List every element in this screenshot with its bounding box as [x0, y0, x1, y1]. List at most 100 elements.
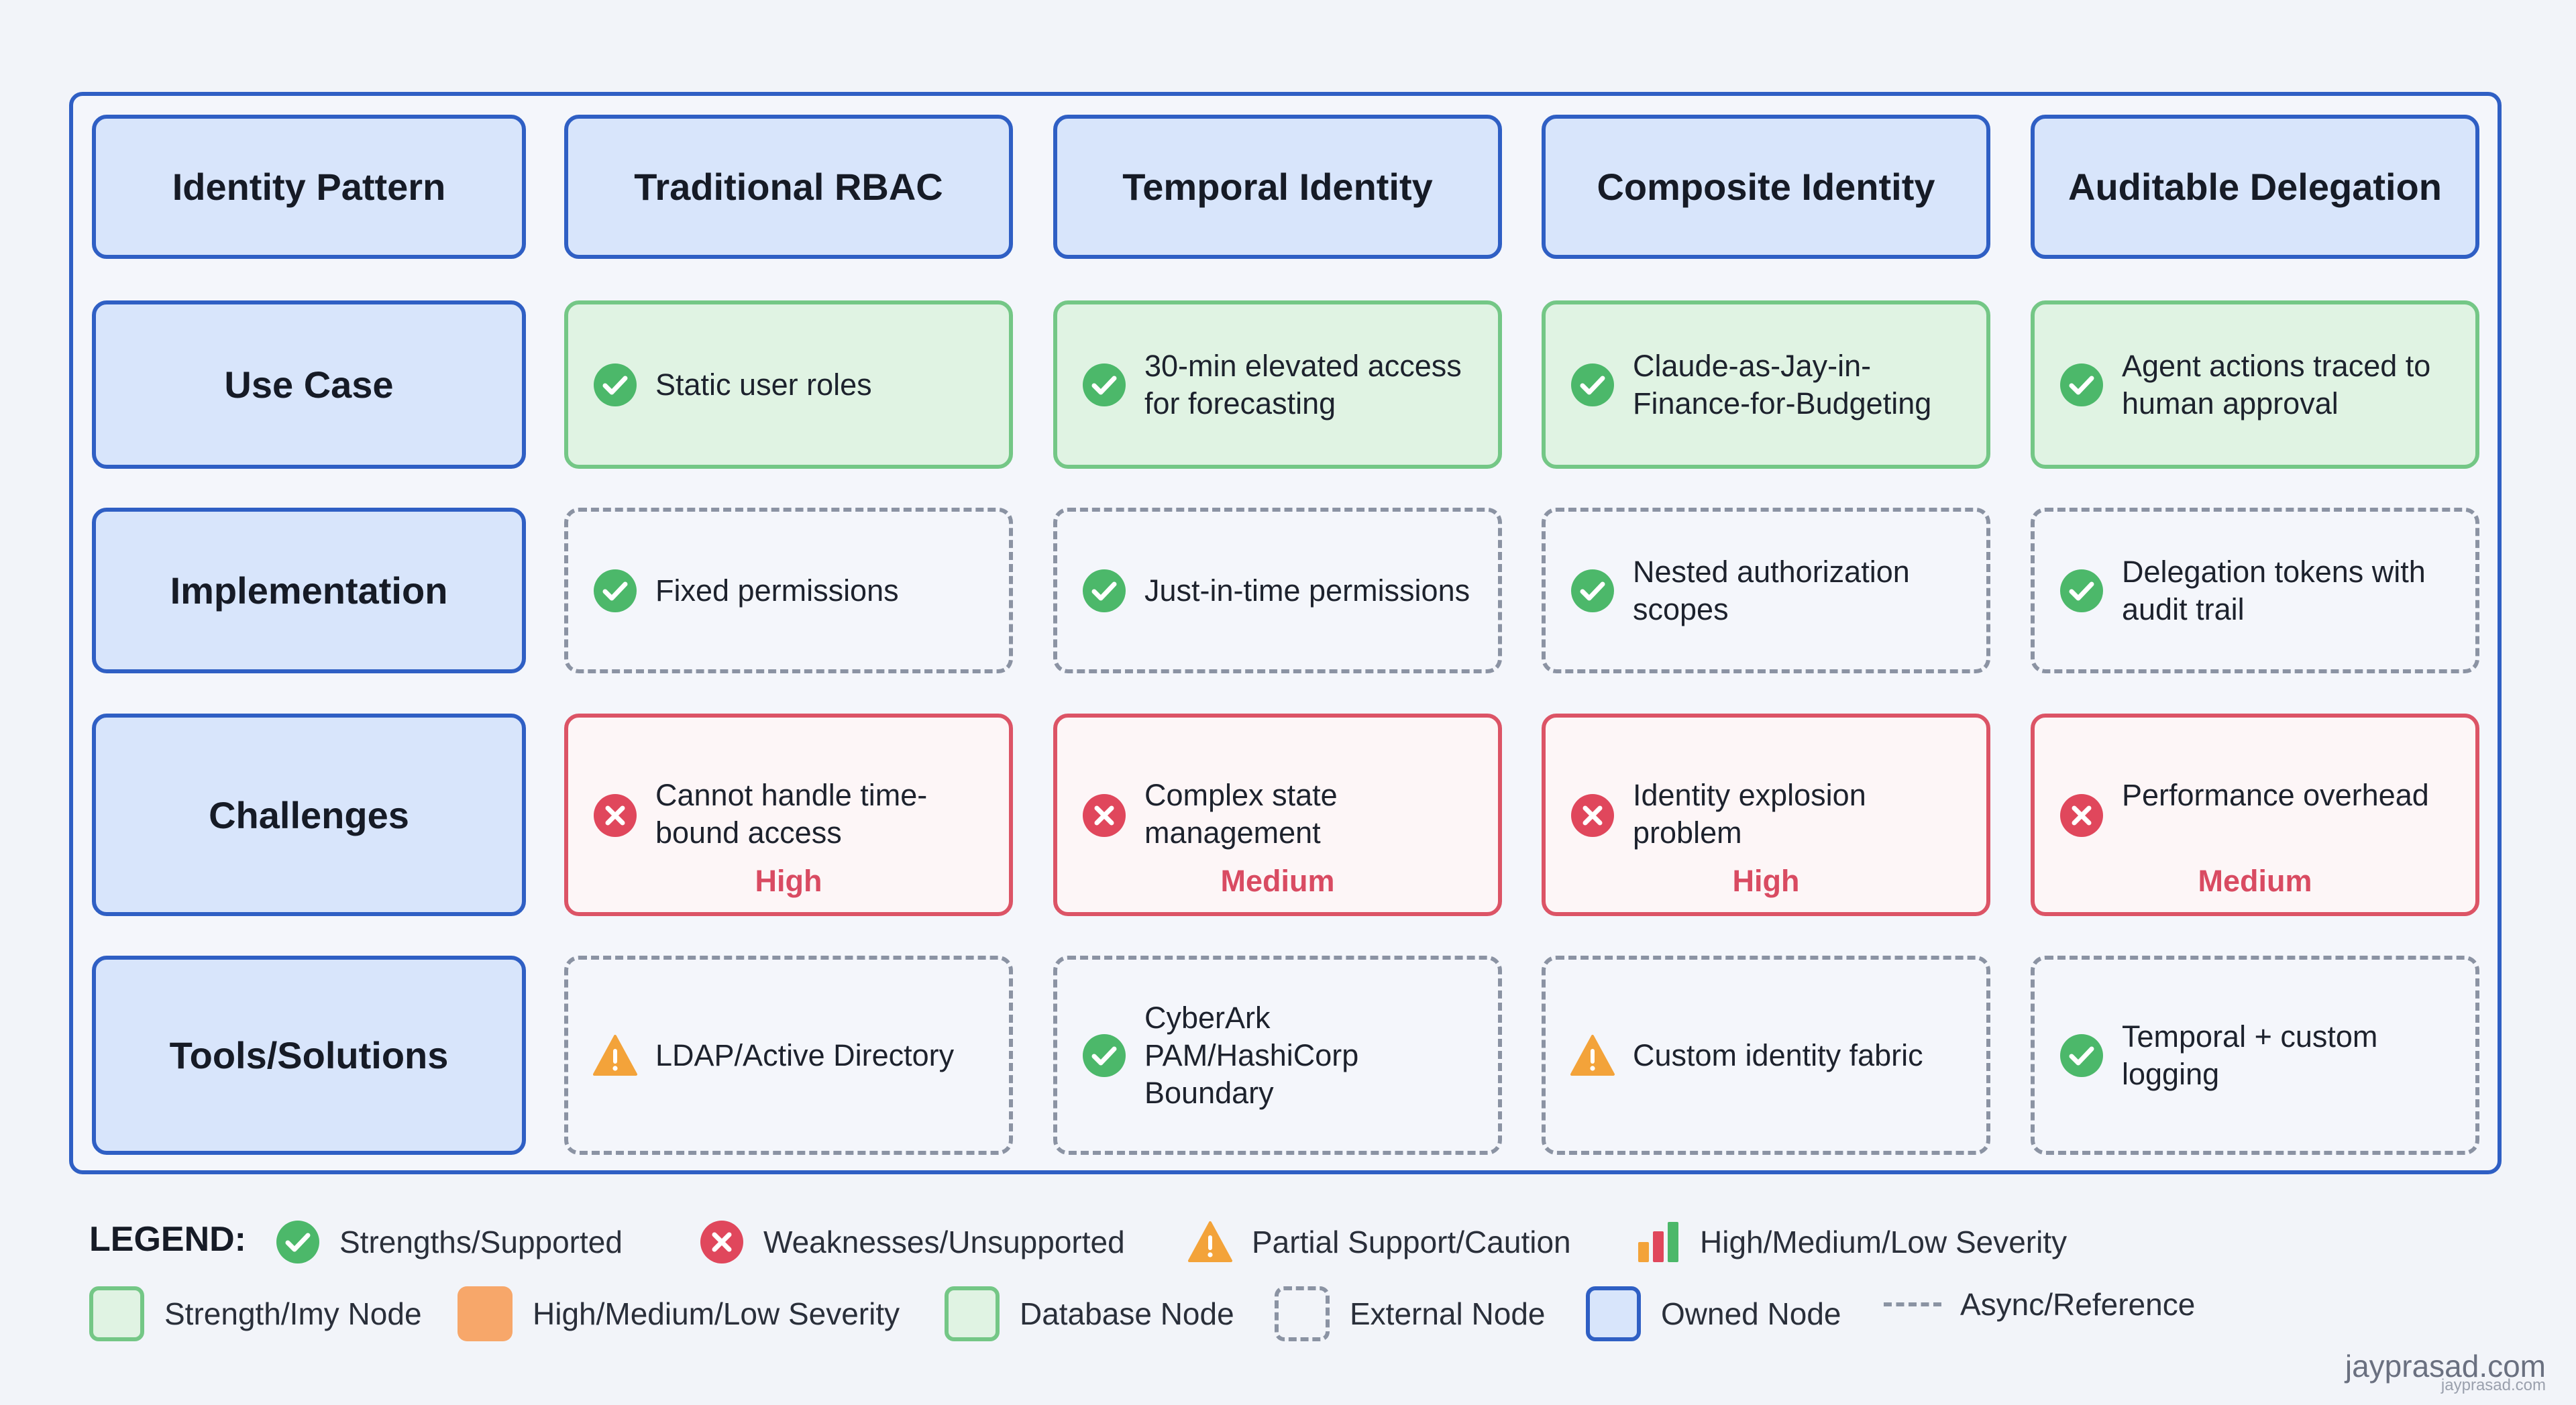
- legend-partial: Partial Support/Caution: [1187, 1219, 1571, 1265]
- column-header-label: Auditable Delegation: [2068, 166, 2442, 208]
- legend-weaknesses: Weaknesses/Unsupported: [699, 1219, 1125, 1265]
- green-swatch: [89, 1286, 144, 1341]
- row-header-label: Implementation: [170, 569, 448, 612]
- cell-text: Claude-as-Jay-in-Finance-for-Budgeting: [1633, 348, 1932, 420]
- warning-icon: [1570, 1033, 1615, 1078]
- cross-icon: [1081, 793, 1127, 838]
- check-icon: [2059, 1033, 2104, 1078]
- cross-icon: [699, 1219, 745, 1265]
- legend-async-reference-label: Async/Reference: [1960, 1287, 2196, 1322]
- cell-text: Cannot handle time-bound access: [655, 778, 928, 850]
- row-header-implementation: Implementation: [92, 508, 526, 673]
- cell-implementation-temporal-identity: Just-in-time permissions: [1053, 508, 1502, 673]
- severity-label: High: [755, 864, 822, 898]
- legend-weaknesses-label: Weaknesses/Unsupported: [763, 1225, 1125, 1259]
- row-header-label: Challenges: [209, 793, 409, 836]
- legend-severity-node-label: High/Medium/Low Severity: [533, 1296, 900, 1331]
- column-header-composite-identity: Composite Identity: [1542, 115, 1990, 259]
- legend-async-reference: Async/Reference: [1884, 1286, 2195, 1323]
- dashed-swatch: [1275, 1286, 1330, 1341]
- column-header-label: Identity Pattern: [172, 166, 446, 208]
- cell-use-case-composite-identity: Claude-as-Jay-in-Finance-for-Budgeting: [1542, 300, 1990, 469]
- warning-icon: [592, 1033, 638, 1078]
- cell-text: Custom identity fabric: [1633, 1037, 1923, 1072]
- cell-use-case-temporal-identity: 30-min elevated access for forecasting: [1053, 300, 1502, 469]
- cell-implementation-traditional-rbac: Fixed permissions: [564, 508, 1013, 673]
- orange-swatch: [458, 1286, 513, 1341]
- legend-strengths: Strengths/Supported: [275, 1219, 623, 1265]
- column-header-auditable-delegation: Auditable Delegation: [2031, 115, 2479, 259]
- legend-external-node: External Node: [1275, 1286, 1546, 1341]
- check-icon: [2059, 362, 2104, 408]
- legend-partial-label: Partial Support/Caution: [1252, 1225, 1571, 1259]
- legend-title: LEGEND:: [89, 1220, 246, 1259]
- cell-text: 30-min elevated access for forecasting: [1144, 348, 1462, 420]
- severity-label: Medium: [1220, 864, 1335, 898]
- cell-text: LDAP/Active Directory: [655, 1037, 955, 1072]
- cell-tools-solutions-traditional-rbac: LDAP/Active Directory: [564, 956, 1013, 1155]
- legend-owned-node-label: Owned Node: [1661, 1296, 1841, 1331]
- legend-database-node: Database Node: [945, 1286, 1234, 1341]
- severity-label: Medium: [2198, 864, 2312, 898]
- row-header-challenges: Challenges: [92, 714, 526, 916]
- cell-use-case-auditable-delegation: Agent actions traced to human approval: [2031, 300, 2479, 469]
- legend-strength-node-label: Strength/Imy Node: [164, 1296, 422, 1331]
- check-icon: [275, 1219, 321, 1265]
- warning-icon: [1187, 1219, 1233, 1265]
- check-icon: [2059, 568, 2104, 614]
- cell-implementation-auditable-delegation: Delegation tokens with audit trail: [2031, 508, 2479, 673]
- cell-text: Static user roles: [655, 367, 872, 402]
- row-header-label: Tools/Solutions: [169, 1034, 449, 1076]
- legend-owned-node: Owned Node: [1586, 1286, 1841, 1341]
- cross-icon: [1570, 793, 1615, 838]
- cross-icon: [592, 793, 638, 838]
- cell-text: Temporal + custom logging: [2122, 1019, 2378, 1091]
- cell-tools-solutions-auditable-delegation: Temporal + custom logging: [2031, 956, 2479, 1155]
- legend-strengths-label: Strengths/Supported: [339, 1225, 623, 1259]
- column-header-label: Composite Identity: [1597, 166, 1935, 208]
- green-swatch: [945, 1286, 1000, 1341]
- check-icon: [1570, 362, 1615, 408]
- legend-database-node-label: Database Node: [1020, 1296, 1234, 1331]
- cross-icon: [2059, 793, 2104, 838]
- cell-tools-solutions-temporal-identity: CyberArk PAM/HashiCorp Boundary: [1053, 956, 1502, 1155]
- cell-text: Just-in-time permissions: [1144, 573, 1470, 608]
- cell-text: Nested authorization scopes: [1633, 554, 1910, 626]
- cell-implementation-composite-identity: Nested authorization scopes: [1542, 508, 1990, 673]
- legend-severity-node: High/Medium/Low Severity: [458, 1286, 900, 1341]
- cell-text: Performance overhead: [2122, 778, 2429, 812]
- cell-text: Delegation tokens with audit trail: [2122, 554, 2426, 626]
- cell-text: Fixed permissions: [655, 573, 899, 608]
- cell-use-case-traditional-rbac: Static user roles: [564, 300, 1013, 469]
- column-header-identity-pattern: Identity Pattern: [92, 115, 526, 259]
- legend-severity-bars-label: High/Medium/Low Severity: [1700, 1225, 2068, 1259]
- check-icon: [1081, 568, 1127, 614]
- column-header-temporal-identity: Temporal Identity: [1053, 115, 1502, 259]
- cell-text: Agent actions traced to human approval: [2122, 348, 2431, 420]
- cell-text: CyberArk PAM/HashiCorp Boundary: [1144, 1000, 1359, 1110]
- cell-text: Complex state management: [1144, 778, 1338, 850]
- row-header-tools-solutions: Tools/Solutions: [92, 956, 526, 1155]
- brand-watermark-small: jayprasad.com: [2440, 1376, 2546, 1394]
- cell-tools-solutions-composite-identity: Custom identity fabric: [1542, 956, 1990, 1155]
- check-icon: [1081, 1033, 1127, 1078]
- row-header-label: Use Case: [224, 363, 394, 406]
- row-header-use-case: Use Case: [92, 300, 526, 469]
- check-icon: [592, 568, 638, 614]
- column-header-label: Traditional RBAC: [634, 166, 943, 208]
- severity-bars-icon: [1635, 1219, 1681, 1265]
- dashed-line-swatch: [1884, 1302, 1941, 1306]
- blue-swatch: [1586, 1286, 1641, 1341]
- check-icon: [1570, 568, 1615, 614]
- cell-text: Identity explosion problem: [1633, 778, 1866, 850]
- column-header-traditional-rbac: Traditional RBAC: [564, 115, 1013, 259]
- check-icon: [592, 362, 638, 408]
- legend-strength-node: Strength/Imy Node: [89, 1286, 422, 1341]
- column-header-label: Temporal Identity: [1122, 166, 1433, 208]
- check-icon: [1081, 362, 1127, 408]
- legend-external-node-label: External Node: [1350, 1296, 1546, 1331]
